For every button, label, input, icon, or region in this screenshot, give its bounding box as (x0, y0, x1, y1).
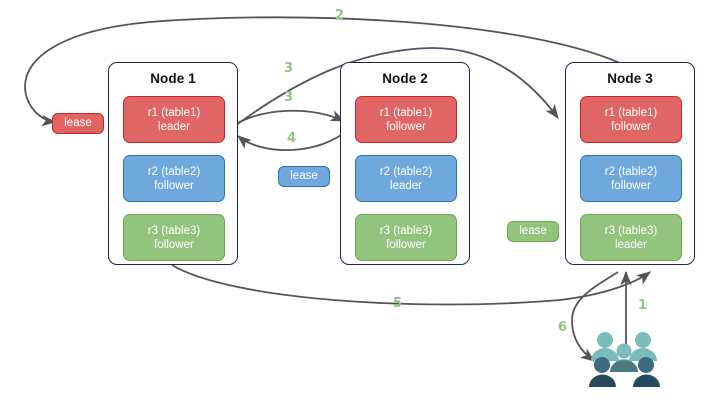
replica-role: leader (158, 120, 190, 133)
replica-name: r1 (table1) (147, 106, 201, 119)
replica-name: r1 (table1) (604, 106, 658, 119)
step-label-3-upper: 3 (284, 61, 294, 76)
step-label-4: 4 (287, 131, 297, 146)
arrow-step-4 (237, 127, 351, 151)
replica-role: follower (154, 179, 194, 192)
step-label-1: 1 (638, 298, 648, 313)
replica-r1[interactable]: r1 (table1) leader (123, 96, 225, 143)
replica-name: r2 (table2) (147, 165, 201, 178)
node-title: Node 3 (607, 71, 653, 86)
step-label-6: 6 (558, 320, 568, 335)
node-title: Node 1 (150, 71, 196, 86)
arrow-step-2 (24, 16, 621, 127)
step-label-5: 5 (393, 296, 403, 311)
replica-name: r3 (table3) (147, 224, 201, 237)
node-title: Node 2 (382, 71, 428, 86)
replica-name: r2 (table2) (604, 165, 658, 178)
step-label-2: 2 (335, 8, 345, 23)
arrow-step-3-to-node2 (230, 109, 345, 128)
replica-r2[interactable]: r2 (table2) leader (355, 155, 457, 202)
node-card-node1[interactable]: Node 1 r1 (table1) leader r2 (table2) fo… (108, 62, 238, 265)
arrow-step-6 (571, 271, 619, 362)
replica-name: r3 (table3) (604, 224, 658, 237)
lease-chip-green[interactable]: lease (507, 221, 559, 242)
replica-name: r2 (table2) (379, 165, 433, 178)
replica-role: follower (386, 238, 426, 251)
replica-r2[interactable]: r2 (table2) follower (580, 155, 682, 202)
arrow-step-3-to-node3 (231, 47, 559, 129)
replica-r3[interactable]: r3 (table3) leader (580, 214, 682, 261)
replica-role: follower (611, 120, 651, 133)
replica-r3[interactable]: r3 (table3) follower (123, 214, 225, 261)
replica-r1[interactable]: r1 (table1) follower (355, 96, 457, 143)
replica-r3[interactable]: r3 (table3) follower (355, 214, 457, 261)
users-icon[interactable] (586, 330, 662, 392)
node-card-node2[interactable]: Node 2 r1 (table1) follower r2 (table2) … (340, 62, 470, 265)
lease-chip-blue[interactable]: lease (278, 166, 330, 187)
replica-name: r1 (table1) (379, 106, 433, 119)
replica-role: leader (390, 179, 422, 192)
arrow-step-5 (171, 264, 651, 306)
lease-chip-red[interactable]: lease (52, 113, 104, 134)
replica-role: follower (154, 238, 194, 251)
replica-r2[interactable]: r2 (table2) follower (123, 155, 225, 202)
step-label-3-lower: 3 (284, 90, 294, 105)
replica-r1[interactable]: r1 (table1) follower (580, 96, 682, 143)
replica-role: follower (386, 120, 426, 133)
replica-name: r3 (table3) (379, 224, 433, 237)
replica-role: leader (615, 238, 647, 251)
node-card-node3[interactable]: Node 3 r1 (table1) follower r2 (table2) … (565, 62, 695, 265)
replica-role: follower (611, 179, 651, 192)
